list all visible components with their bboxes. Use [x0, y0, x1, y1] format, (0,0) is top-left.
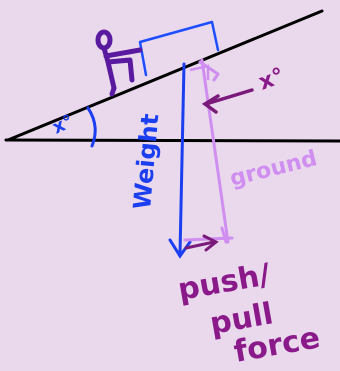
- right-angle-marker-top: [189, 64, 210, 80]
- weight-arrow: [168, 62, 192, 259]
- angle-pointer-arrow: [201, 88, 254, 114]
- force-arrow: [184, 234, 219, 252]
- angle-label-right: x°: [256, 64, 288, 96]
- ground-label: ground: [227, 146, 319, 192]
- box-on-incline: [138, 20, 220, 77]
- ground-reference-line: [183, 58, 234, 244]
- angle-arc-left: [86, 106, 97, 148]
- incline-line: [6, 9, 324, 142]
- person-figure: [95, 29, 143, 97]
- weight-label: Weight: [128, 113, 164, 211]
- horizontal-ground-line: [4, 138, 340, 143]
